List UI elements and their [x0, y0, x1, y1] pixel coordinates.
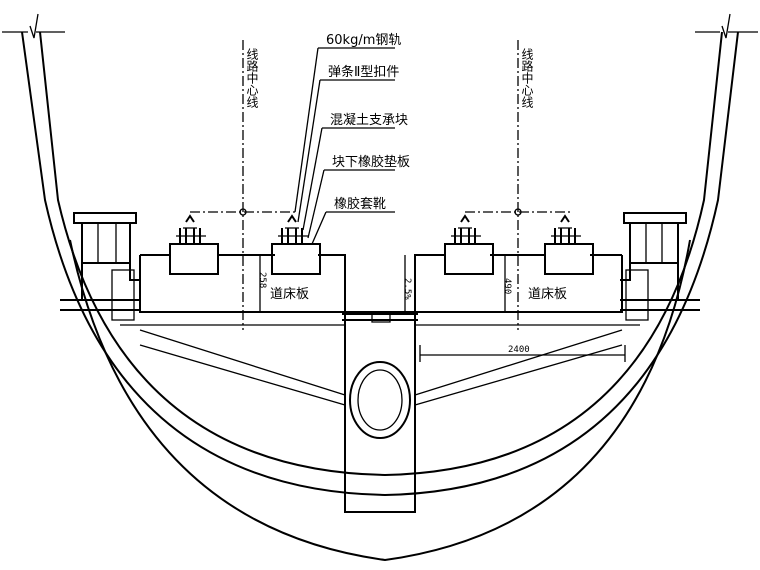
dim-drain-left: 2.5%	[402, 278, 412, 300]
support-block	[544, 214, 594, 275]
dimension-lines	[259, 255, 626, 362]
callout-rubber-boot: 橡胶套靴	[334, 196, 386, 212]
central-drain	[342, 311, 418, 513]
callout-rubber-pad: 块下橡胶垫板	[332, 154, 410, 170]
left-side-structure	[60, 212, 140, 321]
slab-label-left: 道床板	[270, 287, 309, 302]
track-bed	[120, 254, 640, 406]
support-block	[444, 214, 494, 275]
dim-drain-right: 490	[502, 278, 512, 294]
tunnel-lining	[2, 13, 758, 562]
callout-fastener: 弹条Ⅱ型扣件	[328, 64, 399, 80]
support-block	[169, 214, 219, 275]
support-block	[271, 214, 321, 275]
centerline-label-right: 线路中心线	[520, 48, 534, 108]
dim-block-height: 258	[257, 272, 267, 288]
slab-label-right: 道床板	[528, 287, 567, 302]
callout-support-block: 混凝土支承块	[330, 112, 408, 128]
centerline-marker	[239, 208, 247, 216]
right-side-structure	[620, 212, 700, 321]
centerline-marker	[514, 208, 522, 216]
callout-leaders	[294, 47, 395, 245]
callout-rail: 60kg/m钢轨	[326, 33, 401, 48]
centerline-label-left: 线路中心线	[245, 48, 259, 108]
dim-width: 2400	[508, 345, 530, 355]
